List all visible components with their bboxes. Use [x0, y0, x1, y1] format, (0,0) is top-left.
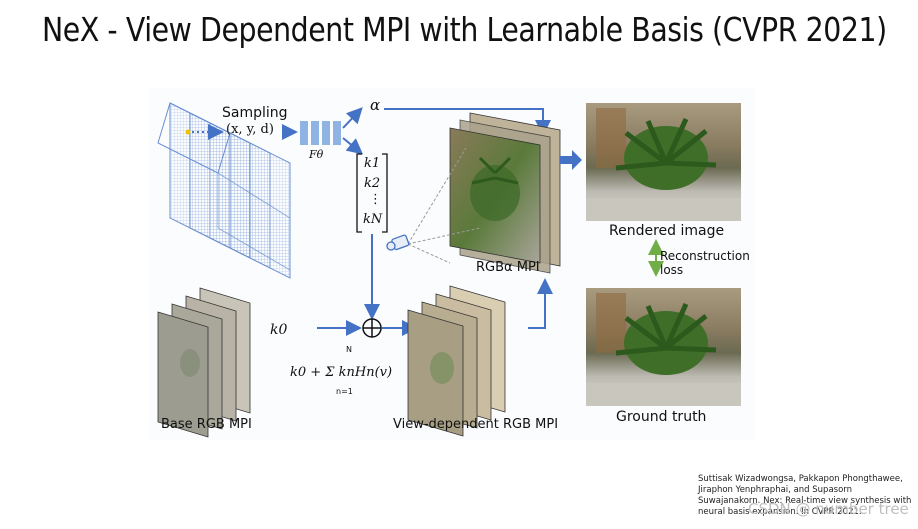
k1-label: k1 — [364, 156, 381, 171]
reconstruction-loss-label: Reconstruction loss — [660, 249, 750, 277]
sum-upper-limit: N — [346, 345, 352, 354]
k-output-arrow — [342, 137, 364, 155]
ground-truth-label: Ground truth — [616, 409, 707, 425]
camera-frustum — [407, 147, 481, 264]
watermark: CSDN @ number tree — [748, 500, 909, 518]
kN-label: kN — [363, 212, 383, 227]
render-arrow — [560, 150, 582, 170]
pipeline-diagram — [157, 102, 664, 438]
nex-pipeline-figure: Sampling (x, y, d) Fθ α k1 k2 ⋮ kN k0 N … — [150, 88, 755, 440]
alpha-path-arrow — [384, 108, 551, 136]
alpha-output-arrow — [342, 107, 363, 129]
mlp-network — [300, 121, 341, 145]
alpha-label: α — [370, 96, 381, 114]
f-theta-label: Fθ — [309, 148, 324, 161]
rendered-image-label: Rendered image — [609, 223, 725, 239]
base-rgb-mpi-label: Base RGB MPI — [161, 417, 252, 432]
rgba-mpi-label: RGBα MPI — [476, 260, 540, 275]
k-dots: ⋮ — [369, 192, 382, 207]
citation: Suttisak Wizadwongsa, Pakkapon Phongthaw… — [698, 474, 912, 517]
rendered-image — [586, 103, 741, 221]
sum-lower-limit: n=1 — [336, 387, 353, 396]
slide-title: NeX - View Dependent MPI with Learnable … — [42, 10, 887, 49]
k0-label: k0 — [270, 322, 288, 338]
basis-formula: k0 + Σ knHn(v) — [290, 365, 393, 380]
k-vector-right-bracket — [382, 153, 388, 233]
sample-point — [185, 129, 191, 135]
rgba-mpi-stack — [449, 112, 561, 274]
camera-icon — [386, 234, 410, 251]
k-vector-left-bracket — [356, 153, 362, 233]
k2-label: k2 — [364, 176, 381, 191]
view-dependent-rgb-mpi-stack — [407, 285, 506, 437]
sampling-coords: (x, y, d) — [226, 122, 274, 137]
base-rgb-mpi-stack — [157, 287, 251, 438]
vd-to-rgba-arrow — [528, 278, 553, 329]
sampling-label: Sampling — [222, 105, 288, 121]
ground-truth-image — [586, 288, 741, 406]
view-dependent-rgb-mpi-label: View-dependent RGB MPI — [393, 417, 559, 432]
